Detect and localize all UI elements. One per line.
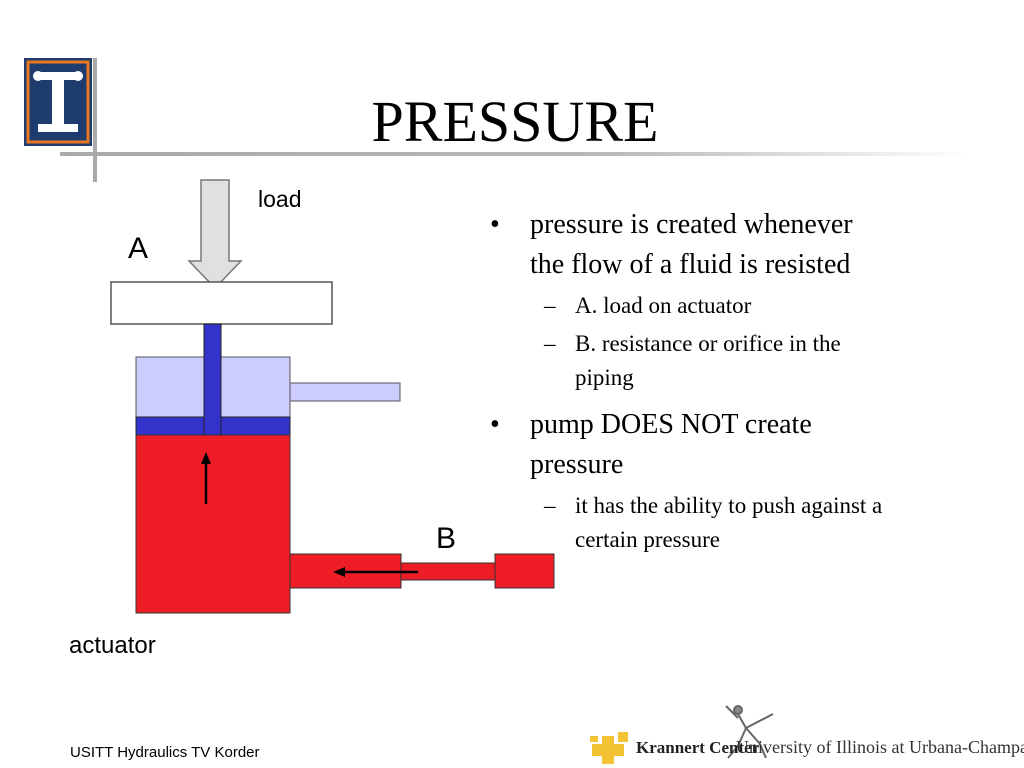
dash-marker: – [544,331,556,356]
sub-bullet-item: – A. load on actuator [490,289,890,323]
krannert-dancer-logo-icon [590,705,774,764]
load-arrow-icon [187,179,243,290]
pump-block [494,553,555,589]
bullet-list: • pressure is created whenever the flow … [490,205,890,561]
load-label: load [258,186,302,212]
footer-text: USITT Hydraulics TV Korder [70,744,260,761]
bullet-marker: • [490,409,500,440]
dash-marker: – [544,293,556,318]
bullet-marker: • [490,209,500,240]
slide-title: PRESSURE [371,89,659,154]
illinois-logo-icon [24,58,92,146]
actuator-label: actuator [69,632,156,659]
bullet-text: pressure is created whenever the flow of… [530,209,853,280]
sub-bullet-text: B. resistance or orifice in the piping [575,331,841,390]
sub-bullet-item: – B. resistance or orifice in the piping [490,327,890,395]
title-horizontal-rule [60,152,970,156]
fluid-chamber [135,434,291,614]
sub-bullet-text: it has the ability to push against a cer… [575,493,883,552]
piston-rod [203,323,222,436]
bullet-text: pump DOES NOT create pressure [530,409,812,480]
label-a: A [128,232,149,265]
bullet-item: • pressure is created whenever the flow … [490,205,890,285]
krannert-center-name: Krannert Center [636,738,760,757]
university-name: University of Illinois at Urbana-Champai… [736,737,1024,757]
title-vertical-rule [93,58,97,182]
load-platform [110,281,333,325]
bullet-item: • pump DOES NOT create pressure [490,405,890,485]
vent-pipe [289,382,401,402]
label-b: B [436,522,457,555]
sub-bullet-item: – it has the ability to push against a c… [490,489,890,557]
sub-bullet-text: A. load on actuator [575,293,752,318]
dash-marker: – [544,493,556,518]
